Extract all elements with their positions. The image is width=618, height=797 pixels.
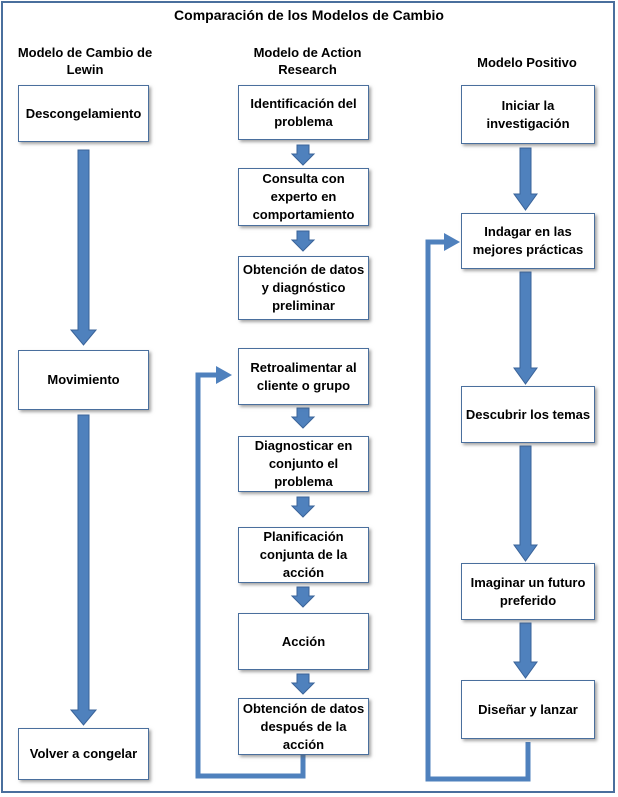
positive-step-label: Indagar en las mejores prácticas <box>472 224 584 257</box>
action-research-heading: Modelo de Action Research <box>253 45 362 77</box>
positive-feedback-arrowhead <box>444 233 460 251</box>
ar-step-2: Consulta con experto en comportamiento <box>238 168 369 226</box>
ar-arrow-5 <box>290 586 316 608</box>
positive-step-4: Imaginar un futuro preferido <box>461 563 595 620</box>
positive-arrow-2 <box>513 271 538 385</box>
ar-step-5: Diagnosticar en conjunto el problema <box>238 436 369 492</box>
ar-step-label: Obtención de datos después de la acción <box>242 700 365 752</box>
diagram-title: Comparación de los Modelos de Cambio <box>174 7 444 23</box>
positive-arrow-3 <box>513 445 538 562</box>
ar-step-3: Obtención de datos y diagnóstico prelimi… <box>238 256 369 320</box>
ar-step-label: Consulta con experto en comportamiento <box>252 171 355 222</box>
ar-feedback-loop <box>195 372 306 779</box>
positive-step-label: Descubrir los temas <box>465 406 591 422</box>
ar-step-4: Retroalimentar al cliente o grupo <box>238 348 369 405</box>
lewin-step-label: Descongelamiento <box>25 105 142 121</box>
ar-step-1: Identificación del problema <box>238 85 369 140</box>
positive-feedback-loop <box>425 239 531 782</box>
ar-arrow-6 <box>290 673 316 695</box>
ar-feedback-arrowhead <box>216 366 232 384</box>
lewin-step-refreeze: Volver a congelar <box>18 728 149 780</box>
positive-step-5: Diseñar y lanzar <box>461 680 595 739</box>
ar-step-label: Acción <box>281 633 326 649</box>
positive-step-label: Iniciar la investigación <box>486 97 570 131</box>
ar-arrow-3 <box>290 407 316 429</box>
positive-step-2: Indagar en las mejores prácticas <box>461 213 595 269</box>
lewin-arrow-2 <box>69 414 98 726</box>
ar-arrow-4 <box>290 496 316 518</box>
positive-arrow-4 <box>513 622 538 679</box>
ar-step-8: Obtención de datos después de la acción <box>238 698 369 755</box>
ar-step-label: Diagnosticar en conjunto el problema <box>254 438 353 489</box>
positive-arrow-1 <box>513 147 538 211</box>
positive-step-label: Imaginar un futuro preferido <box>470 574 586 608</box>
ar-step-label: Retroalimentar al cliente o grupo <box>250 359 357 393</box>
ar-step-6: Planificación conjunta de la acción <box>238 527 369 583</box>
positive-model-heading: Modelo Positivo <box>477 55 577 70</box>
lewin-heading: Modelo de Cambio de Lewin <box>17 45 153 77</box>
positive-step-1: Iniciar la investigación <box>461 85 595 144</box>
ar-arrow-1 <box>290 144 316 166</box>
ar-step-7: Acción <box>238 613 369 670</box>
positive-step-label: Diseñar y lanzar <box>478 701 578 717</box>
lewin-step-movement: Movimiento <box>18 350 149 410</box>
ar-step-label: Identificación del problema <box>250 95 357 129</box>
ar-arrow-2 <box>290 230 316 252</box>
lewin-step-label: Movimiento <box>47 372 120 387</box>
ar-step-label: Planificación conjunta de la acción <box>259 529 348 580</box>
ar-step-label: Obtención de datos y diagnóstico prelimi… <box>242 262 365 313</box>
positive-step-3: Descubrir los temas <box>461 386 595 443</box>
lewin-arrow-1 <box>69 149 98 346</box>
lewin-step-unfreeze: Descongelamiento <box>18 85 149 142</box>
lewin-step-label: Volver a congelar <box>29 746 138 761</box>
